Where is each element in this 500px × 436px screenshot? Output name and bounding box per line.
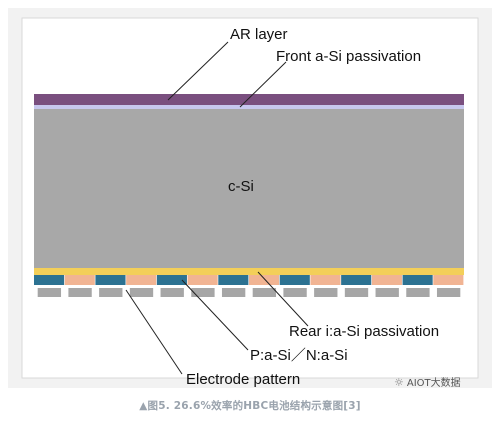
p-a-si-finger [279,275,310,285]
electrode-contact [160,288,184,297]
label-front-passivation: Front a-Si passivation [276,48,422,65]
electrode-contact [99,288,123,297]
n-a-si-finger [310,275,341,285]
leader-front [239,61,287,108]
p-a-si-finger [95,275,126,285]
n-a-si-finger [126,275,157,285]
electrode-contact [191,288,215,297]
watermark-text: AIOT大数据 [406,378,461,389]
p-a-si-finger [156,275,187,285]
electrode-contact [344,288,369,297]
label-c-si: c-Si [228,178,254,195]
leader-electrode [125,289,183,375]
n-a-si-finger [371,275,402,285]
n-a-si-finger [249,275,280,285]
doped-layer-group [34,275,464,285]
electrode-contact [406,288,430,297]
p-a-si-finger [341,275,372,285]
label-electrode-pattern: Electrode pattern [186,371,301,388]
electrode-contact [314,288,338,297]
wechat-icon: ☼ [394,376,404,389]
figure-caption: ▲图5. 26.6%效率的HBC电池结构示意图[3] [139,400,361,412]
electrode-contact [37,288,62,297]
n-a-si-finger [64,275,95,285]
n-a-si-finger [187,275,218,285]
leader-ar [167,41,229,101]
label-ar-layer: AR layer [230,26,288,43]
p-a-si-finger [218,275,249,285]
electrode-contact [68,288,92,297]
label-rear-passivation: Rear i:a-Si passivation [289,323,440,340]
electrode-contact [436,288,461,297]
watermark: ☼AIOT大数据 [394,374,461,389]
label-doped-layers: P:a-Si／N:a-Si [250,347,348,364]
rear-passivation-layer [34,268,464,275]
p-a-si-finger [402,275,433,285]
ar-layer [34,94,464,105]
c-si-bulk [34,109,464,268]
front-passivation-layer [34,105,464,109]
electrode-contact [283,288,307,297]
electrode-contact [252,288,277,297]
electrode-contact [129,288,154,297]
electrode-group [37,288,461,297]
leader-doped [181,279,249,351]
p-a-si-finger [34,275,65,285]
electrode-contact [375,288,399,297]
electrode-contact [221,288,246,297]
n-a-si-finger [433,275,464,285]
leader-rear [257,271,309,327]
